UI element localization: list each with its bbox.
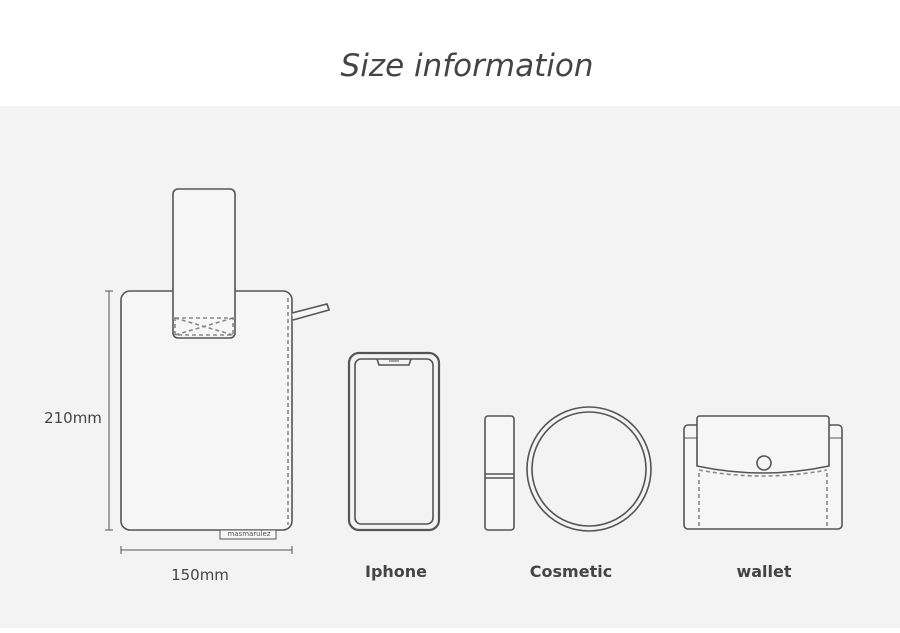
width-dimension-line <box>120 546 293 554</box>
lipstick-drawing <box>484 415 515 531</box>
width-label: 150mm <box>171 566 229 584</box>
wallet-caption: wallet <box>736 562 792 581</box>
iphone-drawing <box>347 351 441 532</box>
cosmetic-caption: Cosmetic <box>529 562 613 581</box>
compact-mirror-drawing <box>526 406 652 532</box>
height-dimension-line <box>105 290 113 531</box>
pouch-drawing <box>120 188 331 540</box>
wallet-drawing <box>683 415 843 530</box>
iphone-caption: Iphone <box>364 562 428 581</box>
height-label: 210mm <box>44 409 102 427</box>
brand-tag: masmarulez <box>227 530 271 538</box>
page-title: Size information <box>340 48 594 84</box>
